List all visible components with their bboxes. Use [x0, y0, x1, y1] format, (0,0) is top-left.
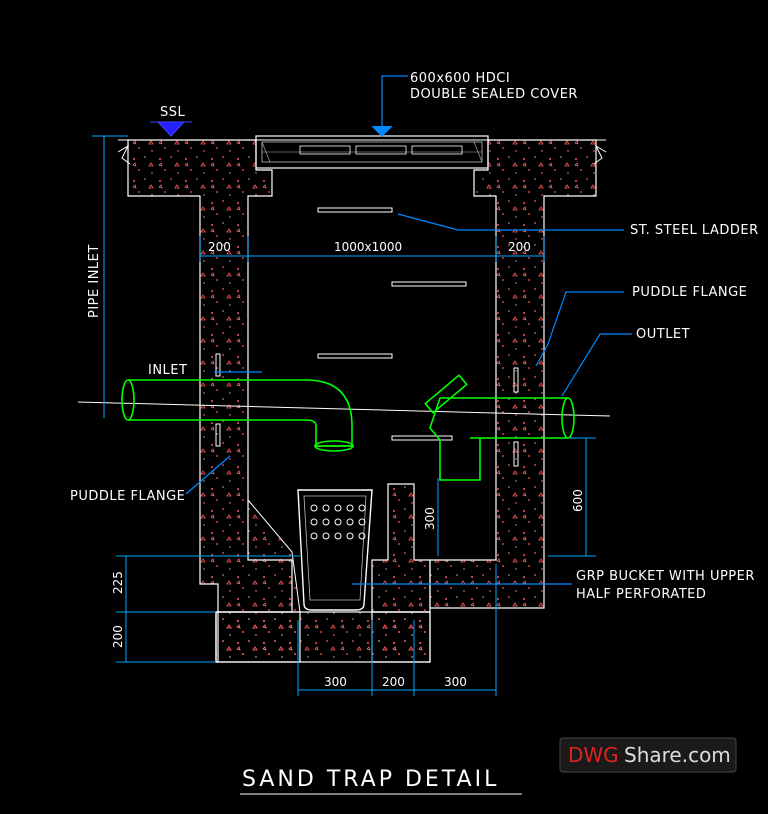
dim-bottom-right: 300: [444, 675, 467, 689]
puddle-flange-left-label: PUDDLE FLANGE: [70, 489, 185, 504]
cover-label-line1: 600x600 HDCI: [410, 71, 510, 86]
ladder-rung: [317, 353, 393, 359]
dim-sump-depth: 225: [111, 571, 125, 594]
inlet-pipe: [121, 379, 354, 452]
top-slab-left: [127, 139, 293, 663]
ssl-label: SSL: [160, 105, 186, 120]
weir-wall: [371, 483, 431, 613]
dim-outlet-height: 600: [571, 489, 585, 512]
ground-break-left: [117, 144, 131, 165]
dim-bottom-left: 300: [324, 675, 347, 689]
drawing-title-block: SAND TRAP DETAIL: [240, 767, 522, 795]
ssl-level-marker: SSL: [150, 105, 192, 137]
bucket-label-line1: GRP BUCKET WITH UPPER: [576, 569, 755, 584]
base-slab-main: [215, 611, 431, 663]
grp-bucket: [297, 489, 373, 611]
dim-bottom-mid: 200: [382, 675, 405, 689]
leader-lines: [185, 75, 632, 585]
bucket-label-line2: HALF PERFORATED: [576, 587, 706, 602]
ladder-rung: [391, 281, 467, 287]
watermark-part1: DWG: [568, 743, 619, 767]
dim-base: 200: [111, 625, 125, 648]
ladder-rung: [391, 435, 453, 441]
watermark-part2: Share.com: [624, 743, 731, 767]
puddle-flange-right-label: PUDDLE FLANGE: [632, 285, 747, 300]
bucket-perforations: [310, 504, 366, 540]
pipe-inlet-label: PIPE INLET: [87, 244, 102, 318]
dimension-lines: [92, 135, 596, 696]
ladder-rung: [317, 207, 393, 213]
dim-chamber: 1000x1000: [334, 240, 402, 254]
puddle-flange-outlet: [513, 367, 519, 467]
dim-wall-right: 200: [508, 240, 531, 254]
dim-wall-left: 200: [208, 240, 231, 254]
ladder-label: ST. STEEL LADDER: [630, 223, 759, 238]
dimension-labels: 200 1000x1000 200 600 300 225 200 300 20…: [111, 240, 585, 689]
puddle-flange-inlet: [215, 353, 221, 447]
ground-break-right: [593, 144, 607, 165]
ladder-rungs: [317, 207, 467, 441]
inlet-label: INLET: [148, 363, 187, 378]
outlet-label: OUTLET: [636, 327, 690, 342]
manhole-cover: [255, 135, 489, 169]
top-slab-right: [429, 139, 597, 609]
drawing-title: SAND TRAP DETAIL: [242, 767, 499, 792]
watermark: DWG Share.com: [559, 737, 737, 773]
dim-weir-height: 300: [423, 507, 437, 530]
annotation-labels: 600x600 HDCI DOUBLE SEALED COVER ST. STE…: [70, 71, 759, 602]
cover-label-line2: DOUBLE SEALED COVER: [410, 87, 578, 102]
outlet-pipe: [424, 374, 575, 481]
pipe-centerline: [77, 401, 611, 417]
